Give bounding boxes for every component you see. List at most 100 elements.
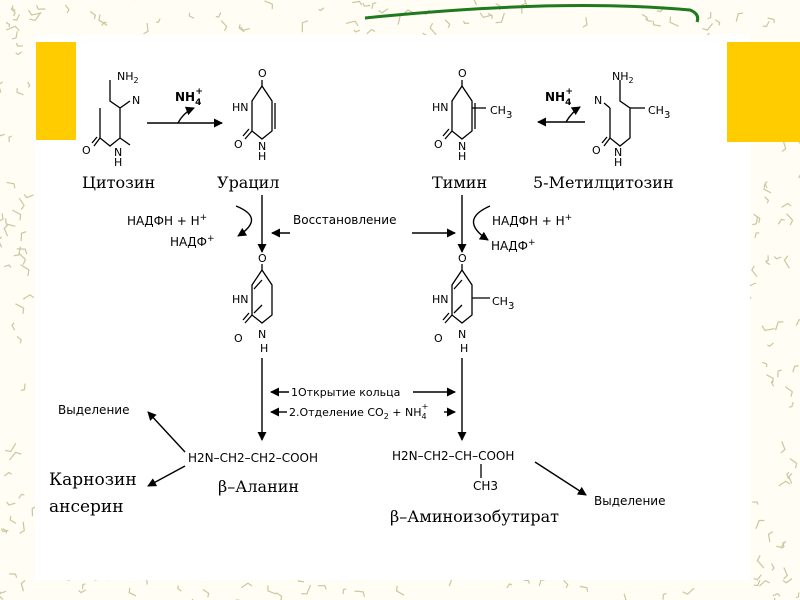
pattern-mark (16, 248, 28, 255)
pattern-mark (563, 579, 569, 589)
pattern-mark (652, 20, 661, 27)
pattern-mark (353, 29, 361, 33)
thymine-o4: O (458, 67, 467, 80)
pattern-mark (762, 21, 770, 28)
pattern-mark (101, 21, 107, 26)
nadph-left: НАДФН + Н+ (127, 213, 207, 228)
pattern-mark (774, 321, 784, 331)
excretion-arrow-left (147, 411, 186, 453)
dihydrouracil-h1: H (260, 342, 268, 355)
pattern-mark (462, 20, 470, 25)
pattern-mark (12, 209, 22, 221)
dihydrothymine-o4: O (458, 252, 467, 265)
pattern-mark (318, 585, 327, 590)
pattern-mark (524, 0, 528, 6)
pattern-mark (521, 2, 527, 14)
methylcytosine-n1: N (614, 146, 622, 159)
pattern-mark (20, 579, 26, 592)
cytosine-nh2: NH2 (117, 70, 139, 85)
pattern-mark (781, 202, 792, 208)
pattern-mark (215, 12, 222, 18)
accent-bar-right (727, 42, 800, 142)
beta-alanine-formula: H2N–CH2–CH2–COOH (188, 451, 318, 465)
pattern-mark (267, 585, 277, 595)
pattern-mark (754, 579, 761, 587)
pattern-mark (767, 342, 774, 347)
pattern-mark (395, 585, 405, 596)
nadph-curve-left (235, 205, 253, 237)
pattern-mark (4, 264, 12, 268)
pattern-mark (6, 181, 16, 189)
dihydrothymine-h1: H (460, 342, 468, 355)
pattern-mark (487, 12, 493, 19)
pattern-mark (781, 541, 785, 549)
methylcytosine-n3: N (594, 94, 602, 107)
pattern-mark (78, 589, 86, 594)
nh4-release-arrow-right (565, 106, 581, 123)
pattern-mark (702, 23, 714, 31)
pattern-mark (770, 563, 775, 571)
pattern-mark (0, 592, 4, 600)
pattern-mark (764, 196, 770, 204)
pattern-mark (772, 592, 781, 597)
aminoisobutyrate-formula: H2N–CH2–CH–COOH (392, 449, 514, 463)
pattern-mark (788, 473, 793, 484)
nh4-right: NH4+ (545, 87, 573, 108)
pattern-mark (11, 5, 16, 12)
nadph-right: НАДФН + Н+ (492, 213, 572, 228)
pattern-mark (783, 255, 790, 269)
pattern-mark (773, 256, 782, 260)
pattern-mark (764, 180, 768, 189)
thymine-n1: N (458, 140, 466, 153)
pattern-mark (752, 216, 759, 226)
pattern-mark (2, 528, 8, 534)
pattern-mark (29, 11, 42, 22)
pattern-mark (623, 593, 627, 600)
methylcytosine-nh2: NH2 (612, 70, 634, 85)
pattern-mark (767, 17, 775, 24)
carnosine-label: Карнозин (49, 470, 137, 490)
pattern-mark (6, 501, 16, 506)
pattern-mark (707, 12, 712, 20)
pattern-mark (18, 252, 27, 265)
pattern-mark (770, 379, 775, 387)
pattern-mark (89, 11, 97, 20)
pattern-mark (0, 236, 3, 248)
pattern-mark (128, 588, 137, 597)
cytosine-o: O (82, 144, 91, 157)
methylcytosine-label: 5-Метилцитозин (533, 173, 674, 192)
pattern-mark (767, 531, 774, 543)
pattern-mark (662, 592, 667, 600)
methylcytosine-ch3: CH3 (648, 104, 670, 121)
uracil-hn3: HN (232, 101, 249, 114)
pattern-mark (579, 585, 589, 592)
pattern-mark (8, 135, 12, 143)
carnosine-arrow (147, 465, 186, 487)
thymine-label: Тимин (432, 173, 487, 192)
cytosine-n1: N (114, 146, 122, 159)
pattern-mark (753, 574, 762, 581)
cytosine-n3: N (132, 94, 140, 107)
pattern-mark (759, 579, 770, 587)
uracil-n1: N (258, 140, 266, 153)
nh4-release-arrow-left (177, 106, 195, 124)
pattern-mark (778, 480, 791, 487)
pattern-mark (16, 336, 22, 344)
pattern-mark (473, 0, 478, 6)
pattern-mark (36, 4, 46, 10)
excretion-label-right: Выделение (594, 494, 665, 508)
dihydrouracil-o4: O (258, 252, 267, 265)
cytosine-structure: NH2 N O N H (82, 70, 140, 169)
pattern-mark (788, 401, 794, 408)
dihydrothymine-n1: N (458, 328, 466, 341)
pattern-mark (646, 17, 652, 23)
pattern-mark (301, 584, 312, 595)
pattern-mark (5, 21, 11, 28)
pattern-mark (777, 369, 782, 378)
pattern-mark (10, 8, 16, 17)
dihydrouracil-hn3: HN (232, 293, 249, 306)
pattern-mark (64, 4, 70, 14)
pattern-mark (220, 20, 228, 32)
pattern-mark (715, 19, 721, 26)
